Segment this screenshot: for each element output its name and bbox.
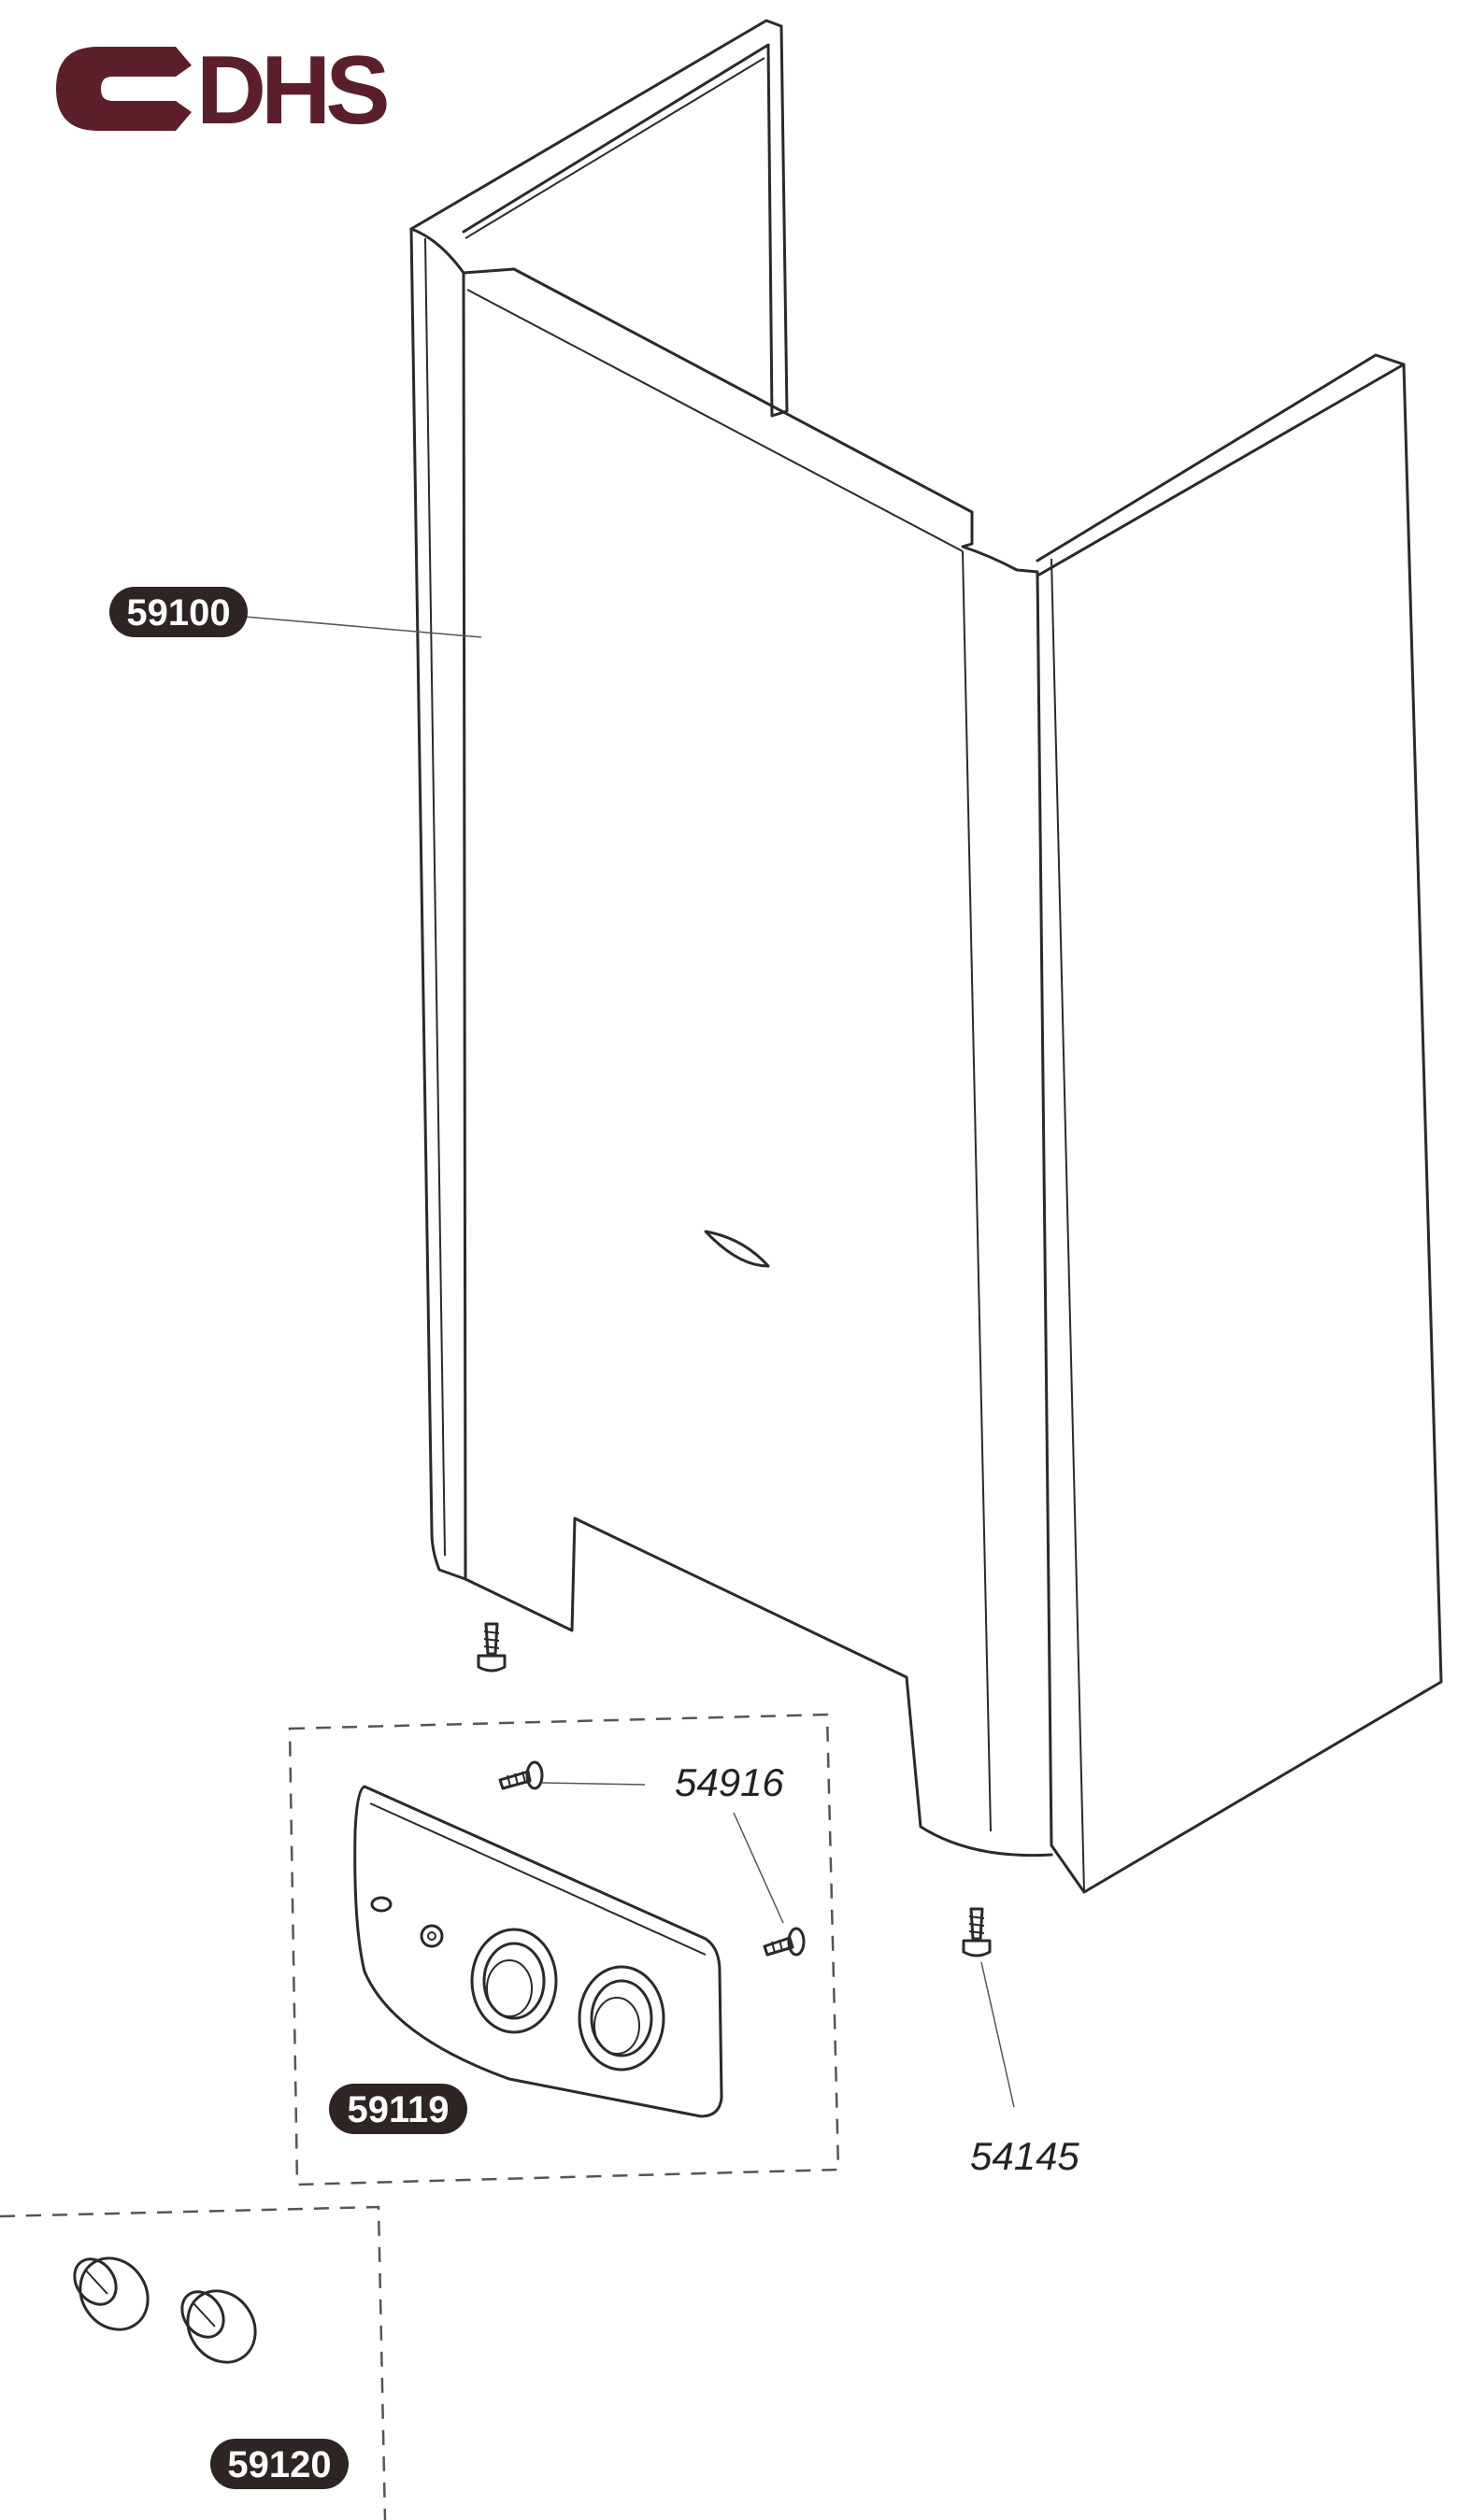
dhs-logo: DHS [56, 36, 393, 145]
part-badge-casing: 59100 [109, 587, 248, 637]
leader-lines [244, 616, 1015, 2108]
casing-screw-icon [962, 1907, 992, 1958]
knob-icon [180, 2289, 257, 2364]
plate-screw-icon [763, 1927, 806, 1957]
part-number-casing-screws: 54145 [970, 2134, 1079, 2178]
part-number-plate-screws: 54916 [675, 1760, 784, 1804]
casing-drawing [409, 19, 1443, 1894]
part-badge-control-plate: 59119 [329, 2084, 467, 2134]
control-plate-drawing [353, 1785, 723, 2118]
svg-text:59119: 59119 [347, 2089, 449, 2130]
knobs-group-box [0, 2205, 387, 2520]
svg-text:59100: 59100 [126, 592, 230, 634]
logo-text: DHS [196, 36, 387, 145]
plate-screw-icon [498, 1760, 544, 1790]
dhs-arrow-icon [56, 47, 192, 131]
casing-screw-icon [477, 1622, 507, 1673]
knob-icon [73, 2257, 150, 2331]
svg-text:59120: 59120 [227, 2444, 331, 2485]
control-plate-group-box [288, 1713, 840, 2186]
part-badge-knobs: 59120 [210, 2439, 349, 2489]
